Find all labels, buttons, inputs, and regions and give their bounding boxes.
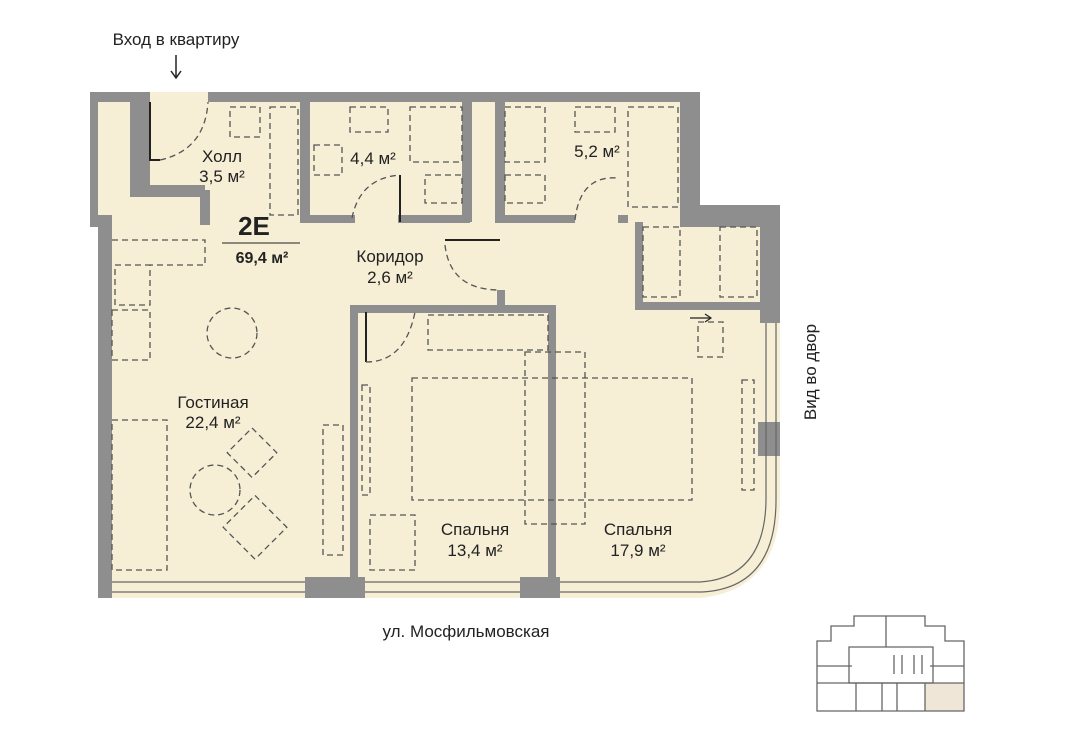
room-area-bedroom-1: 13,4 м² [447, 541, 502, 560]
walls [90, 92, 780, 598]
room-area-corridor: 2,6 м² [367, 268, 413, 287]
room-name-bedroom-1: Спальня [441, 520, 509, 539]
building-key-plan [816, 615, 965, 712]
room-area-bathroom-2: 5,2 м² [574, 142, 620, 161]
apartment-code: 2E [238, 211, 270, 241]
room-name-corridor: Коридор [356, 247, 423, 266]
view-label: Вид во двор [801, 324, 820, 420]
street-label: ул. Мосфильмовская [382, 622, 549, 641]
room-area-bathroom-1: 4,4 м² [350, 149, 396, 168]
room-name-bedroom-2: Спальня [604, 520, 672, 539]
apartment-area: 69,4 м² [236, 250, 289, 267]
windows [112, 323, 777, 593]
furniture [111, 106, 758, 571]
window-arrow-icon [690, 313, 713, 323]
room-area-hall: 3,5 м² [199, 167, 245, 186]
room-name-hall: Холл [202, 147, 242, 166]
room-area-living: 22,4 м² [185, 413, 240, 432]
room-area-bedroom-2: 17,9 м² [610, 541, 665, 560]
floor-area [90, 92, 780, 598]
entrance-label: Вход в квартиру [113, 30, 240, 49]
doors [149, 101, 619, 363]
room-name-living: Гостиная [177, 393, 248, 412]
entrance-arrow-icon [170, 55, 182, 80]
